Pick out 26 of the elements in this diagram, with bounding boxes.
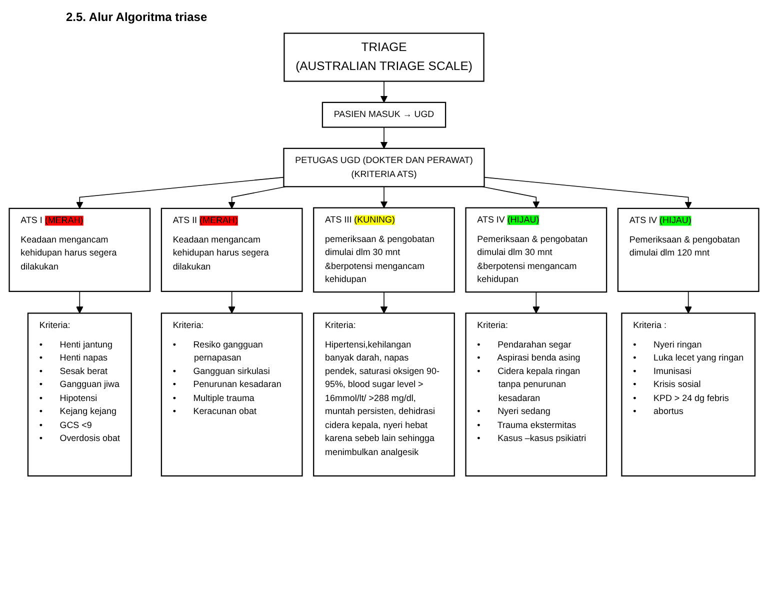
node-box: ATS II (MERAH) Keadaan mengancam kehidupan harus segera dilakukan [160,208,303,292]
arrow [76,291,84,314]
arrow [228,186,286,209]
arrow [484,176,692,209]
node-box: ATS IV (HIJAU) Pemeriksaan & pengobatan dimulai dlm 120 mnt [617,208,760,292]
node-box: Kriteria: Hipertensi,kehilangan banyak darah, napas pendek, saturasi oksigen 90-95%, blood sugar level > 16mmol/lt/ >288 mg/dl, muntah persisten, dehidrasi cidera kepala, nyeri hebat karena sebeb lain sehingga menimbulkan analgesik [313,312,455,476]
node-box: Kriteria: • Resiko gangguan pernapasan • Gangguan sirkulasi • Penurunan kesadaran • Multiple trauma • Keracunan obat [160,312,303,476]
node-box: Kriteria: • Henti jantung • Henti napas • Sesak berat • Gangguan jiwa • Hipotensi • Kejang kejang • GCS <9 • Overdosis obat [27,312,132,476]
node-box: ATS IV (HIJAU) Pemeriksaan & pengobatan dimulai dlm 30 mnt &berpotensi mengancam kehidupan [465,207,608,293]
arrow [228,291,236,314]
node-box: ATS III (KUNING) pemeriksaan & pengobatan dimulai dlm 30 mnt &berpotensi mengancam kehidupan [313,207,455,293]
arrow [380,80,388,103]
arrow [380,186,388,208]
diagram-title: 2.5. Alur Algoritma triase [66,10,208,24]
node-box: PETUGAS UGD (DOKTER DAN PERAWAT) (KRITERIA ATS) [283,148,485,188]
node-box: ATS I (MERAH) Keadaan mengancam kehidupan harus segera dilakukan [8,208,151,292]
node-box: PASIEN MASUK → UGD [322,102,446,128]
arrow [482,186,540,208]
arrow [532,292,540,314]
node-box: TRIAGE (AUSTRALIAN TRIAGE SCALE) [284,32,484,82]
node-box: Kriteria: • Pendarahan segar • Aspirasi benda asing • Cidera kepala ringan tanpa penurunan kesadaran • Nyeri sedang • Trauma ekstermitas • Kasus –kasus psikiatri [465,312,608,476]
arrow [76,176,284,209]
arrow [684,291,692,314]
node-box: Kriteria : • Nyeri ringan • Luka lecet yang ringan • Imunisasi • Krisis sosial • KPD > 24 dg febris • abortus [621,312,756,476]
arrow [380,292,388,314]
arrow [380,126,388,149]
